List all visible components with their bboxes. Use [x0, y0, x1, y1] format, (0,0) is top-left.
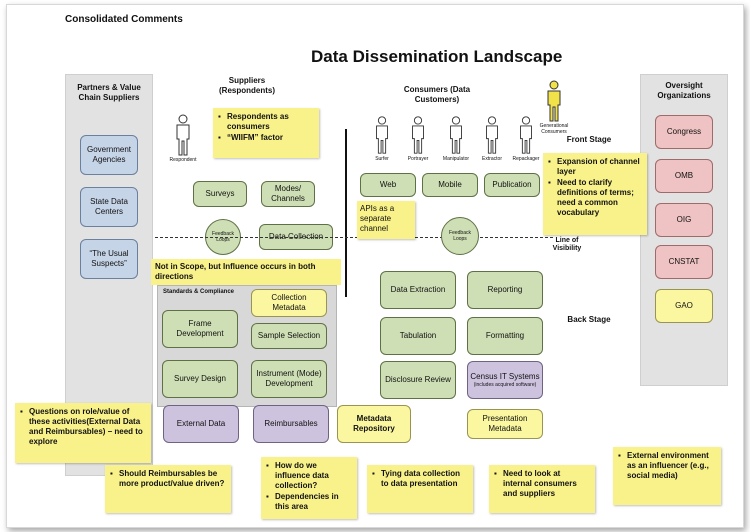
- instrument-development-box: Instrument (Mode) Development: [251, 360, 327, 398]
- sticky-item: Questions on role/value of these activit…: [20, 407, 147, 447]
- sticky-item: Dependencies in this area: [266, 492, 353, 512]
- surfer-label: Surfer: [375, 156, 389, 162]
- oversight-panel-title: Oversight Organizations: [657, 81, 711, 100]
- scope-note: Not in Scope, but Influence occurs in bo…: [151, 259, 341, 285]
- channel-sticky: Expansion of channel layer Need to clari…: [543, 153, 647, 235]
- usual-suspects-box: “The Usual Suspects”: [80, 239, 138, 279]
- presentation-metadata-box: Presentation Metadata: [467, 409, 543, 439]
- sticky-item: Need to clarify definitions of terms; ne…: [548, 178, 643, 218]
- internal-sticky: Need to look at internal consumers and s…: [489, 465, 595, 513]
- portrayer-figure-icon: [412, 116, 424, 154]
- reimbursables-sticky: Should Reimbursables be more product/val…: [105, 465, 231, 513]
- external-data-box: External Data: [163, 405, 239, 443]
- sticky-item: Expansion of channel layer: [548, 157, 643, 177]
- reimbursables-box: Reimbursables: [253, 405, 329, 443]
- publication-box: Publication: [484, 173, 540, 197]
- census-it-systems-box: Census IT Systems (includes acquired sof…: [467, 361, 543, 399]
- extractor-label: Extractor: [481, 156, 502, 162]
- repackager-figure-icon: [520, 116, 532, 154]
- extractor-figure-icon: [486, 116, 498, 154]
- gao-box: GAO: [655, 289, 713, 323]
- sticky-item: Need to look at internal consumers and s…: [494, 469, 591, 499]
- tabulation-box: Tabulation: [380, 317, 456, 355]
- congress-box: Congress: [655, 115, 713, 149]
- frame-development-box: Frame Development: [162, 310, 238, 348]
- surfer-figure-icon: [376, 116, 388, 154]
- page-title: Data Dissemination Landscape: [311, 47, 563, 66]
- sticky-item: Tying data collection to data presentati…: [372, 469, 469, 489]
- respondent-label: Respondent: [169, 157, 197, 163]
- sticky-item: How do we influence data collection?: [266, 461, 353, 491]
- oig-box: OIG: [655, 203, 713, 237]
- web-box: Web: [360, 173, 416, 197]
- stage-divider: [345, 129, 347, 297]
- data-extraction-box: Data Extraction: [380, 271, 456, 309]
- respondent-figure-icon: [176, 114, 190, 156]
- generational-consumer-icon: [547, 80, 561, 122]
- consumers-heading: Consumers (Data Customers): [403, 85, 471, 104]
- repackager-label: Repackager: [512, 156, 540, 162]
- partners-panel-title: Partners & Value Chain Suppliers: [77, 83, 141, 102]
- sticky-item: Should Reimbursables be more product/val…: [110, 469, 227, 489]
- disclosure-review-box: Disclosure Review: [380, 361, 456, 399]
- portrayer-label: Portrayer: [407, 156, 429, 162]
- census-it-systems-label: Census IT Systems: [470, 372, 540, 381]
- slide: Consolidated Comments Data Dissemination…: [6, 4, 744, 528]
- government-agencies-box: Government Agencies: [80, 135, 138, 175]
- manipulator-figure-icon: [450, 116, 462, 154]
- modes-channels-box: Modes/ Channels: [261, 181, 315, 207]
- state-data-centers-box: State Data Centers: [80, 187, 138, 227]
- mobile-box: Mobile: [422, 173, 478, 197]
- reporting-box: Reporting: [467, 271, 543, 309]
- back-stage-label: Back Stage: [567, 315, 611, 324]
- cnstat-box: CNSTAT: [655, 245, 713, 279]
- sticky-item: Respondents as consumers: [218, 112, 315, 132]
- sticky-item: “WIIFM” factor: [218, 133, 315, 143]
- suppliers-heading: Suppliers (Respondents): [219, 76, 275, 95]
- standards-title: Standards & Compliance: [163, 289, 235, 295]
- front-stage-label: Front Stage: [566, 135, 612, 144]
- tying-sticky: Tying data collection to data presentati…: [367, 465, 473, 513]
- line-of-visibility-label: Line of Visibility: [552, 237, 582, 252]
- sticky-item: External environment as an influencer (e…: [618, 451, 717, 481]
- consumer-feedback-loops-circle: Feedback Loops: [441, 217, 479, 255]
- metadata-repository-box: Metadata Repository: [337, 405, 411, 443]
- survey-design-box: Survey Design: [162, 360, 238, 398]
- formatting-box: Formatting: [467, 317, 543, 355]
- manipulator-label: Manipulator: [442, 156, 470, 162]
- surveys-box: Surveys: [193, 181, 247, 207]
- generational-consumers-label: Generational Consumers: [539, 123, 569, 135]
- external-sticky: External environment as an influencer (e…: [613, 447, 721, 505]
- omb-box: OMB: [655, 159, 713, 193]
- influence-sticky: How do we influence data collection? Dep…: [261, 457, 357, 519]
- census-it-systems-note: (includes acquired software): [473, 382, 537, 388]
- sample-selection-box: Sample Selection: [251, 323, 327, 349]
- role-sticky: Questions on role/value of these activit…: [15, 403, 151, 463]
- apis-note: APIs as a separate channel: [360, 204, 395, 233]
- line-of-visibility: [155, 237, 553, 238]
- apis-sticky: APIs as a separate channel: [357, 201, 415, 239]
- collection-metadata-box: Collection Metadata: [251, 289, 327, 317]
- oversight-panel: Oversight Organizations Congress OMB OIG…: [640, 74, 728, 386]
- respondents-sticky: Respondents as consumers “WIIFM” factor: [213, 108, 319, 158]
- header: Consolidated Comments: [65, 14, 183, 25]
